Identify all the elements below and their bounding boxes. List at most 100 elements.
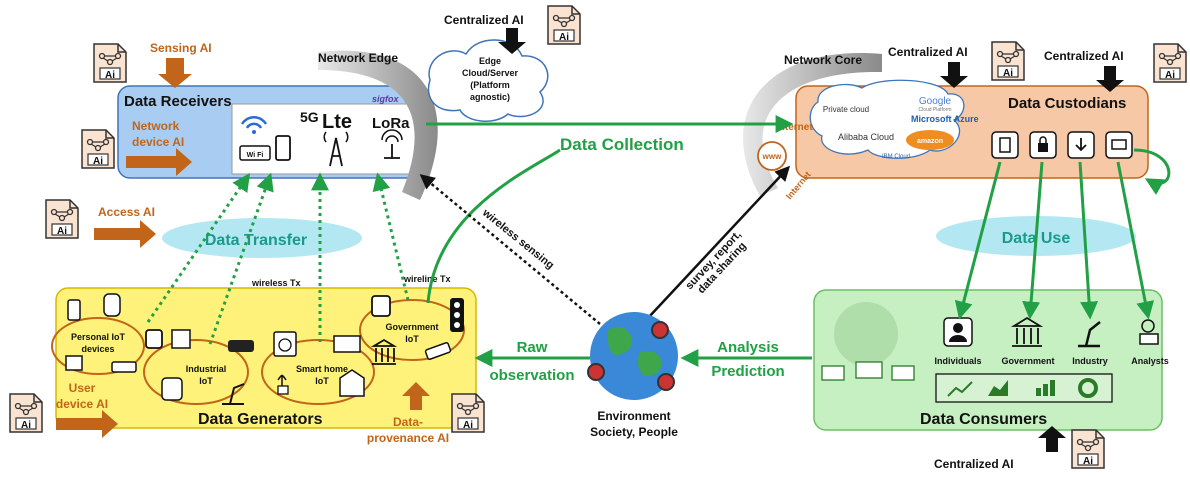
lora-label: LoRa: [372, 115, 410, 132]
industrial-iot-label-1: Industrial: [186, 364, 227, 374]
custodian-service-icons: [991, 131, 1133, 159]
iot-group-ellipses: [51, 299, 465, 405]
lora-gateway-icon: sigfox LoRa: [372, 94, 410, 159]
transfer-dotted-lines: [146, 172, 410, 345]
survey-arrow: [647, 165, 791, 319]
wireless-sensing-arrow: [419, 174, 601, 325]
ai-icon-centralized-top: Ai: [547, 5, 581, 45]
sensing-ai-label: Sensing AI: [150, 41, 212, 55]
user-device-ai-label-1: User: [69, 381, 96, 395]
data-collection-label: Data Collection: [560, 135, 684, 154]
smartphone-icon: [67, 299, 81, 321]
globe-www-icon: www: [757, 141, 787, 171]
provenance-ai-label-2: provenance AI: [367, 431, 449, 445]
train-icon: [371, 295, 391, 317]
wireless-sensing-label: wireless sensing: [479, 206, 556, 271]
receivers-title: Data Receivers: [124, 93, 232, 110]
plant-icon: [277, 374, 289, 395]
google-sub-label: Cloud Platform: [918, 107, 951, 113]
donut-chart-icon: [1078, 378, 1098, 398]
centralized-ai-consumer-label: Centralized AI: [934, 457, 1014, 471]
environment-globe: [587, 312, 678, 400]
google-label: Google: [919, 96, 952, 107]
government-iot-label-2: IoT: [405, 334, 419, 344]
analytics-chart-strip: [935, 373, 1113, 403]
wifi-label: Wi Fi: [247, 152, 264, 159]
edge-cloud: Edge Cloud/Server (Platform agnostic): [427, 39, 549, 122]
svg-text:Ai: Ai: [1003, 68, 1013, 79]
consumer-label-government: Government: [1001, 356, 1054, 366]
svg-text:Ai: Ai: [1083, 456, 1093, 467]
svg-text:Ai: Ai: [93, 156, 103, 167]
network-core-label: Network Core: [784, 53, 862, 67]
washer-icon: [273, 331, 297, 357]
data-transfer-label: Data Transfer: [205, 232, 307, 249]
consumers-title: Data Consumers: [920, 411, 1047, 428]
data-receivers-box: Data Receivers: [117, 85, 426, 179]
edge-cloud-line2: Cloud/Server: [462, 68, 519, 78]
alibaba-label: Alibaba Cloud: [838, 132, 894, 142]
wireline-tx-label: wireline Tx: [403, 274, 451, 284]
network-core-arc: Network Core: [743, 52, 882, 197]
traffic-light-icon: [450, 298, 464, 332]
laptop-icon: [333, 335, 361, 353]
vr-glasses-icon: [111, 361, 137, 373]
user-device-ai-arrow: [56, 410, 118, 438]
ai-icon-user-device: Ai: [9, 393, 43, 433]
ai-icon-centralized-consumer: Ai: [1071, 429, 1105, 469]
car-icon: [103, 293, 121, 317]
generators-title: Data Generators: [198, 411, 323, 428]
generator-to-collection-curve: [426, 148, 561, 304]
wireless-tx-label: wireless Tx: [251, 278, 301, 288]
cctv-icon: [424, 342, 452, 360]
provenance-ai-arrow: [402, 382, 430, 410]
ai-icon-access: Ai: [45, 199, 79, 239]
robot-arm-icon: [222, 383, 245, 405]
consumer-label-individuals: Individuals: [934, 356, 981, 366]
industry-robot-icon: [1078, 321, 1101, 348]
individual-icon: [943, 317, 973, 347]
analysis-label: Analysis: [717, 339, 779, 356]
cloud-lock-icon: [1029, 131, 1057, 159]
bar-chart-icon: [1036, 380, 1055, 396]
analyst-icon: [1139, 319, 1159, 345]
camera-icon: [228, 340, 254, 352]
ai-icon-sensing: Ai: [93, 43, 127, 83]
centralized-ai-top-label: Centralized AI: [444, 13, 524, 27]
network-edge-label: Network Edge: [318, 51, 398, 65]
azure-label: Microsoft Azure: [911, 114, 979, 124]
data-tree-icon: [821, 302, 915, 381]
cloud-monitor-icon: [1105, 131, 1133, 159]
government-iot-label-1: Government: [385, 322, 438, 332]
industrial-iot-label-2: IoT: [199, 376, 213, 386]
centralized-ai-top-arrow: [498, 28, 526, 54]
smartwatch-icon: [145, 329, 163, 349]
edge-cloud-line3: (Platform: [470, 80, 510, 90]
prediction-label: Prediction: [711, 363, 784, 380]
ai-icon-centralized-custodian1: Ai: [991, 41, 1025, 81]
factory-icon: [171, 329, 191, 349]
ai-icon-network-device: Ai: [81, 129, 115, 169]
network-device-ai-label-1: Network: [132, 119, 180, 133]
ai-icon-centralized-custodian2: Ai: [1153, 43, 1187, 83]
cell-tower-icon: 5G Lte: [300, 109, 352, 167]
edge-cloud-line1: Edge: [479, 56, 501, 66]
sensing-ai-arrow: [158, 58, 192, 88]
user-device-ai-label-2: device AI: [56, 397, 108, 411]
private-cloud-label: Private cloud: [823, 105, 869, 114]
consumer-label-analysts: Analysts: [1131, 356, 1169, 366]
svg-text:Ai: Ai: [21, 420, 31, 431]
centralized-ai-consumer-arrow: [1038, 426, 1066, 452]
internet-label-top: Internet: [776, 122, 813, 133]
area-chart-icon: [988, 380, 1008, 396]
centralized-ai-custodian2-label: Centralized AI: [1044, 49, 1124, 63]
cloud-providers: Private cloud Google Cloud Platform Micr…: [809, 79, 979, 160]
smarthome-iot-label-2: IoT: [315, 376, 329, 386]
cloud-download-icon: [1067, 131, 1095, 159]
centralized-ai-custodian2-arrow: [1096, 66, 1124, 92]
edge-cloud-line4: agnostic): [470, 92, 510, 102]
svg-text:Ai: Ai: [559, 32, 569, 43]
network-edge-arc: Network Edge: [318, 50, 438, 201]
headphones-icon: [65, 355, 83, 371]
server-icon: [991, 131, 1019, 159]
